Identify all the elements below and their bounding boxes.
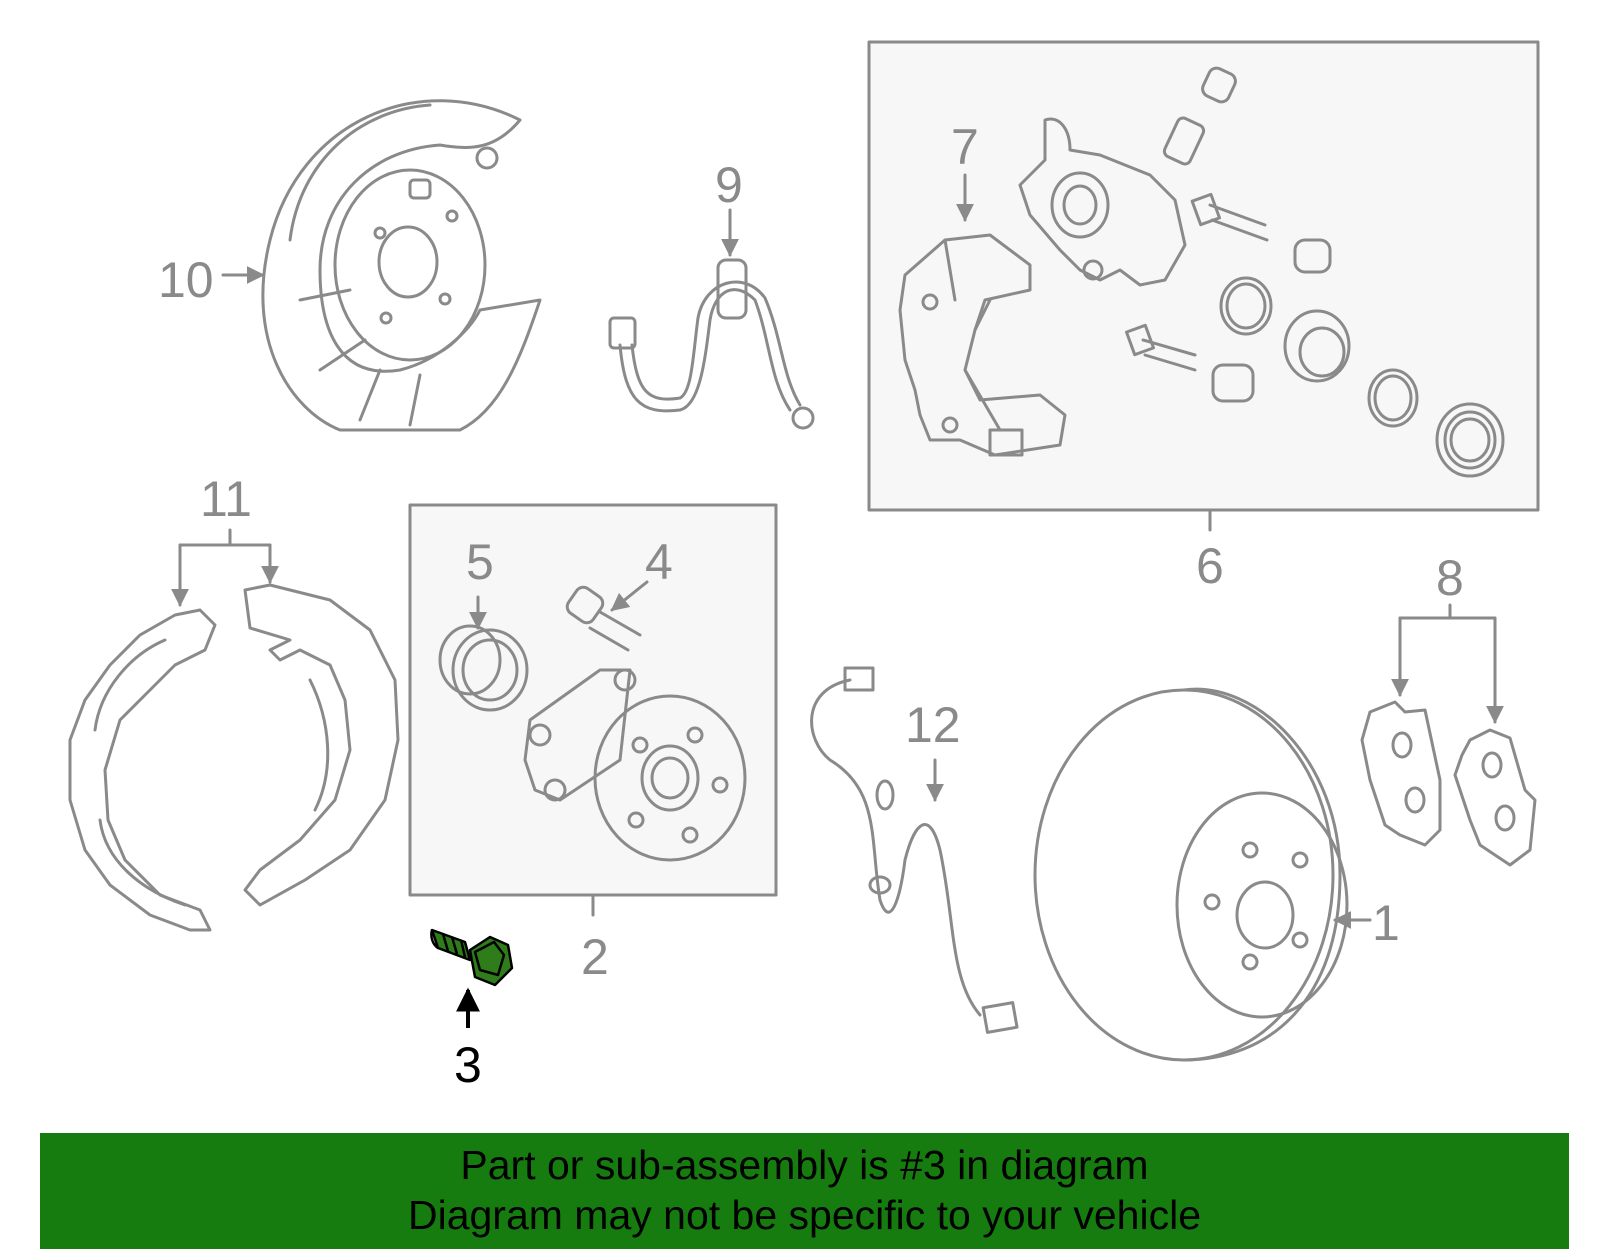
caliper-bracket-part <box>898 173 1067 457</box>
callout-11: 11 <box>200 471 252 527</box>
callout-2: 2 <box>581 929 609 985</box>
callout-3: 3 <box>454 1037 482 1093</box>
caliper-small-parts <box>1124 66 1505 478</box>
caliper-kit-box <box>867 40 1540 512</box>
hub-assembly-part <box>523 668 747 862</box>
dust-shield-part <box>221 99 542 432</box>
callout-12: 12 <box>905 697 961 753</box>
caliper-body-part <box>1018 117 1187 287</box>
banner-line-part-number: Part or sub-assembly is #3 in diagram <box>460 1142 1149 1188</box>
abs-sensor-part <box>810 666 1019 1034</box>
hub-bolt-part <box>565 580 649 652</box>
brake-pads-part <box>1360 603 1537 867</box>
hub-kit-box <box>408 503 778 897</box>
callout-8: 8 <box>1436 550 1464 606</box>
bearing-part <box>438 595 529 712</box>
brake-rotor-part <box>1033 687 1372 1062</box>
banner-line-disclaimer: Diagram may not be specific to your vehi… <box>407 1192 1201 1238</box>
callout-5: 5 <box>466 534 494 590</box>
callout-9: 9 <box>715 157 743 213</box>
callout-7: 7 <box>951 119 979 175</box>
callout-1: 1 <box>1372 895 1400 951</box>
info-banner: Part or sub-assembly is #3 in diagram Di… <box>40 1133 1569 1249</box>
parking-brake-shoes-part <box>68 528 400 932</box>
callout-4: 4 <box>645 534 673 590</box>
hub-mounting-bolt-highlighted <box>430 928 514 1028</box>
callout-10: 10 <box>158 252 214 308</box>
brake-hose-part <box>608 208 815 430</box>
callout-6: 6 <box>1196 538 1224 594</box>
